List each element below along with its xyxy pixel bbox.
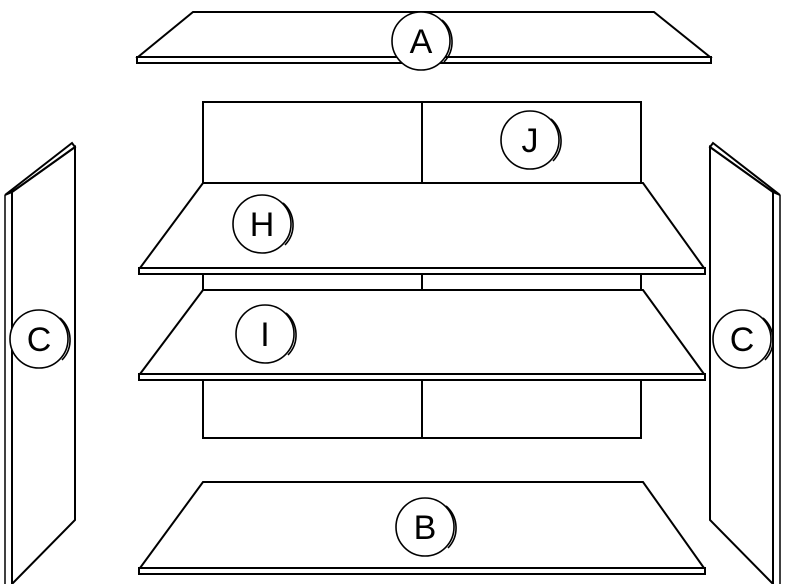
label-i: I <box>235 304 297 364</box>
label-j-circle <box>500 110 560 170</box>
label-j-text: J <box>522 122 539 160</box>
label-c-left-text: C <box>27 321 52 359</box>
label-h-circle <box>232 194 292 254</box>
label-b-text: B <box>414 509 437 547</box>
label-h: H <box>232 194 294 254</box>
label-b: B <box>395 497 457 557</box>
label-b-shadow <box>445 505 457 549</box>
label-i-circle <box>235 304 295 364</box>
left-side-top-edge <box>4 141 77 196</box>
upper-shelf-edge <box>138 267 706 275</box>
label-c-right-text: C <box>730 321 755 359</box>
label-h-shadow <box>282 202 294 246</box>
label-a-circle <box>391 11 451 71</box>
label-j-shadow <box>550 118 562 162</box>
upper-shelf-face <box>138 182 706 269</box>
label-i-text: I <box>260 316 269 354</box>
label-c-right-circle <box>712 309 772 369</box>
label-a-text: A <box>410 23 433 61</box>
label-a: A <box>391 11 453 71</box>
label-a-shadow <box>441 19 453 63</box>
label-c-right: C <box>712 309 774 369</box>
bottom-panel-edge <box>138 567 706 575</box>
upper-shelf-h <box>138 182 706 275</box>
lower-shelf-face <box>138 289 706 375</box>
label-c-left: C <box>9 309 71 369</box>
label-c-left-circle <box>9 309 69 369</box>
lower-shelf-edge <box>138 373 706 381</box>
label-c-left-shadow <box>59 317 71 361</box>
label-b-circle <box>395 497 455 557</box>
label-c-right-shadow <box>762 317 774 361</box>
label-j: J <box>500 110 562 170</box>
right-side-top-edge <box>708 141 781 196</box>
label-h-text: H <box>250 206 275 244</box>
lower-shelf-i <box>138 289 706 381</box>
label-i-shadow <box>285 312 297 356</box>
